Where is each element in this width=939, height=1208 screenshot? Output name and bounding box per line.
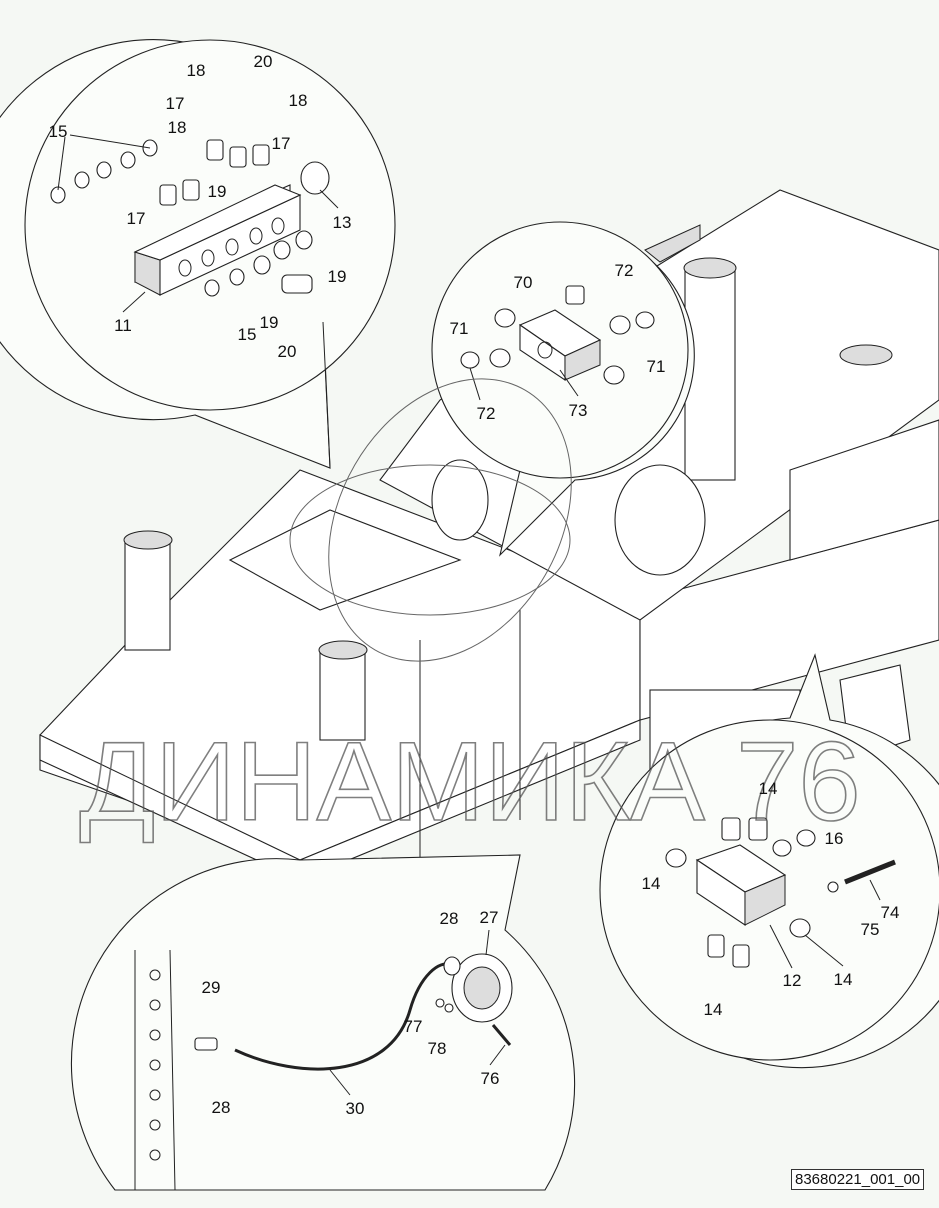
callout-label: 78 <box>428 1039 447 1058</box>
callout-label: 19 <box>208 182 227 201</box>
callout-label: 27 <box>480 908 499 927</box>
manifold-block-12 <box>665 817 896 968</box>
callout-label: 72 <box>477 404 496 423</box>
frame-rail <box>134 949 176 1191</box>
callout-label: 77 <box>404 1017 423 1036</box>
callout-label: 30 <box>346 1099 365 1118</box>
callout-label: 14 <box>759 779 778 798</box>
callout-label: 14 <box>704 1000 723 1019</box>
callout-label: 18 <box>187 61 206 80</box>
callout-label: 11 <box>114 316 132 335</box>
callout-labels: 18 20 17 18 18 15 17 19 17 13 19 11 19 1… <box>49 52 900 1118</box>
callout-label: 73 <box>569 401 588 420</box>
hose-assembly-30 <box>134 949 513 1191</box>
manifold-block-11 <box>50 139 330 297</box>
callout-label: 20 <box>254 52 273 71</box>
watermark-text: ДИНАМИКА 76 <box>79 719 860 844</box>
callout-label: 75 <box>861 920 880 939</box>
callout-label: 18 <box>289 91 308 110</box>
callout-label: 28 <box>212 1098 231 1117</box>
callout-label: 15 <box>238 325 257 344</box>
watermark-logo: ДИНАМИКА 76 <box>79 378 861 845</box>
callout-circles <box>0 39 939 1191</box>
callout-label: 14 <box>642 874 661 893</box>
leader-lines <box>57 134 881 1096</box>
callout-label: 72 <box>615 261 634 280</box>
callout-label: 17 <box>127 209 146 228</box>
callout-label: 16 <box>825 829 844 848</box>
callout-label: 70 <box>514 273 533 292</box>
callout-label: 15 <box>49 122 68 141</box>
callout-label: 28 <box>440 909 459 928</box>
callout-label: 71 <box>450 319 469 338</box>
callout-label: 29 <box>202 978 221 997</box>
callout-label: 76 <box>481 1069 500 1088</box>
callout-label: 19 <box>260 313 279 332</box>
callout-label: 74 <box>881 903 900 922</box>
callout-label: 12 <box>783 971 802 990</box>
callout-label: 14 <box>834 970 853 989</box>
drawing-number: 83680221_001_00 <box>791 1169 925 1190</box>
callout-label: 18 <box>168 118 187 137</box>
callout-label: 20 <box>278 342 297 361</box>
callout-label: 17 <box>166 94 185 113</box>
callout-label: 17 <box>272 134 291 153</box>
callout-label: 71 <box>647 357 666 376</box>
callout-label: 13 <box>333 213 352 232</box>
manifold-block-73 <box>460 285 655 385</box>
callout-label: 19 <box>328 267 347 286</box>
